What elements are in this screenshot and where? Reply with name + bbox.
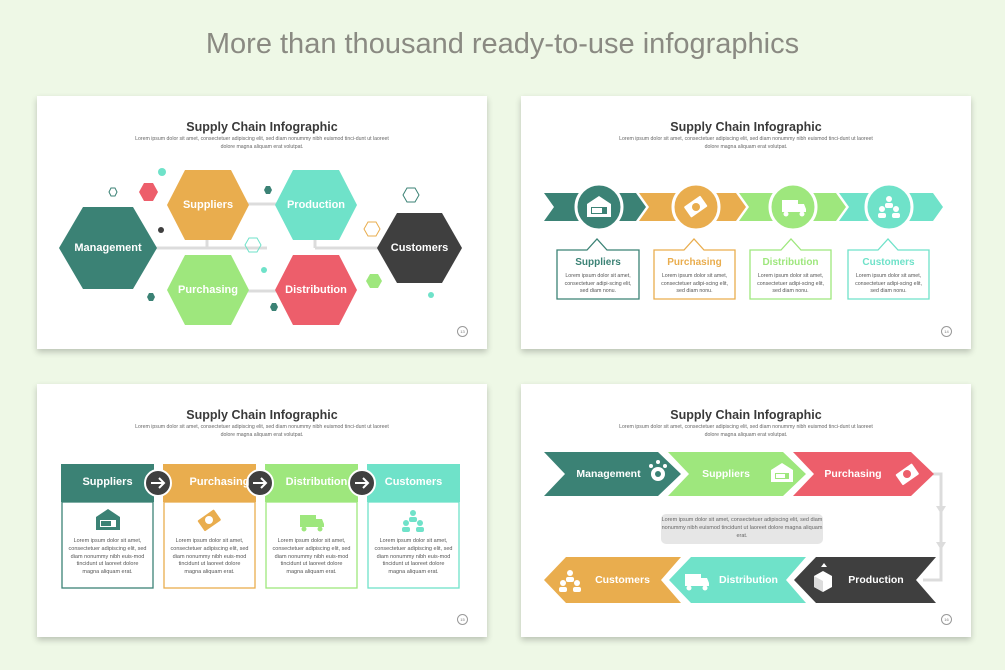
column-text: Lorem ipsum dolor sit amet, consectetuer… xyxy=(374,538,453,576)
step-title: Distribution xyxy=(762,257,819,268)
page-number: 13 xyxy=(457,326,468,337)
step-box-purchasing: Purchasing Lorem ipsum dolor sit amet, c… xyxy=(655,251,734,298)
hex-suppliers[interactable] xyxy=(167,170,249,240)
chevron-purchasing[interactable] xyxy=(793,452,934,496)
slide-title: Supply Chain Infographic xyxy=(670,408,822,422)
step-title: Suppliers xyxy=(575,257,621,268)
chevron-production[interactable] xyxy=(794,557,936,603)
delivery-truck-icon xyxy=(685,574,709,591)
note-box: Lorem ipsum dolor sit amet, consectetuer… xyxy=(661,514,823,544)
slide-subtitle: Lorem ipsum dolor sit amet, consectetuer… xyxy=(135,136,389,150)
step-text: Lorem ipsum dolor sit amet, consectetuer… xyxy=(855,273,922,294)
money-icon xyxy=(684,195,708,218)
chevron-label-distribution: Distribution xyxy=(719,574,778,586)
chevron-distribution[interactable] xyxy=(669,557,806,603)
arrow-circle xyxy=(348,469,376,497)
money-icon xyxy=(895,463,919,486)
slide-card-4[interactable]: Supply Chain Infographic Lorem ipsum dol… xyxy=(521,384,971,637)
column-body-distribution: Lorem ipsum dolor sit amet, consectetuer… xyxy=(266,502,357,588)
step-box-suppliers: Suppliers Lorem ipsum dolor sit amet, co… xyxy=(558,251,638,298)
chevron-label-purchasing: Purchasing xyxy=(824,468,882,480)
hex-customers[interactable] xyxy=(377,213,462,283)
page-number: 14 xyxy=(941,326,952,337)
page-number: 16 xyxy=(941,614,952,625)
column-body-suppliers: Lorem ipsum dolor sit amet, consectetuer… xyxy=(62,502,153,588)
column-header-distribution: Distribution xyxy=(285,476,348,488)
column-header-purchasing: Purchasing xyxy=(189,476,250,488)
deco-hex xyxy=(363,221,381,237)
hex-production[interactable] xyxy=(275,170,357,240)
slide-subtitle: Lorem ipsum dolor sit amet, consectetuer… xyxy=(619,136,873,150)
chevron-label-production: Production xyxy=(848,574,904,586)
deco-hex xyxy=(402,187,420,203)
hex-label-purchasing: Purchasing xyxy=(178,284,238,296)
arrow-circle xyxy=(246,469,274,497)
column-process xyxy=(61,464,460,589)
step-box-distribution: Distribution Lorem ipsum dolor sit amet,… xyxy=(751,251,830,298)
slide-card-1[interactable]: Supply Chain Infographic Lorem ipsum dol… xyxy=(37,96,487,349)
hex-purchasing[interactable] xyxy=(167,255,249,325)
column-text: Lorem ipsum dolor sit amet, consectetuer… xyxy=(170,538,249,576)
people-icon xyxy=(878,196,900,218)
warehouse-truck-icon xyxy=(771,463,793,482)
warehouse-truck-icon xyxy=(96,509,120,530)
deco-hex xyxy=(139,183,158,201)
deco-hex xyxy=(108,187,118,197)
arrow-circle xyxy=(144,469,172,497)
hexagon-diagram xyxy=(59,168,462,325)
chevron-management[interactable] xyxy=(544,452,681,496)
step-title: Customers xyxy=(862,257,915,268)
deco-dot xyxy=(158,227,164,233)
column-header-suppliers: Suppliers xyxy=(82,476,133,488)
chevron-label-management: Management xyxy=(576,468,641,480)
slide-card-3[interactable]: Supply Chain Infographic Lorem ipsum dol… xyxy=(37,384,487,637)
slide-title: Supply Chain Infographic xyxy=(670,120,822,134)
hex-management[interactable] xyxy=(59,207,157,289)
deco-hex xyxy=(264,186,272,194)
deco-hex xyxy=(366,274,382,288)
hex-label-suppliers: Suppliers xyxy=(182,199,234,211)
step-text: Lorem ipsum dolor sit amet, consectetuer… xyxy=(564,273,632,294)
snake-process xyxy=(544,452,946,603)
slide-subtitle: Lorem ipsum dolor sit amet, consectetuer… xyxy=(619,424,873,438)
deco-dot xyxy=(261,267,267,273)
hex-distribution[interactable] xyxy=(275,255,357,325)
chevron-label-customers: Customers xyxy=(595,574,650,586)
step-box-customers: Customers Lorem ipsum dolor sit amet, co… xyxy=(849,251,928,298)
money-icon xyxy=(197,509,221,532)
chevron-suppliers[interactable] xyxy=(668,452,806,496)
hex-label-management: Management xyxy=(74,242,142,254)
delivery-truck-icon xyxy=(300,515,324,532)
deco-hex xyxy=(244,237,262,253)
step-text: Lorem ipsum dolor sit amet, consectetuer… xyxy=(661,273,728,294)
deco-dot xyxy=(158,168,166,176)
slide-title: Supply Chain Infographic xyxy=(186,120,338,134)
people-icon xyxy=(402,510,424,532)
column-text: Lorem ipsum dolor sit amet, consectetuer… xyxy=(68,538,147,576)
column-header-customers: Customers xyxy=(384,476,443,488)
hex-label-customers: Customers xyxy=(390,242,449,254)
deco-hex xyxy=(147,293,155,301)
arrow-chain xyxy=(544,182,943,300)
column-text: Lorem ipsum dolor sit amet, consectetuer… xyxy=(272,538,351,576)
column-body-purchasing: Lorem ipsum dolor sit amet, consectetuer… xyxy=(164,502,255,588)
deco-hex xyxy=(270,303,278,311)
hex-label-production: Production xyxy=(286,199,346,211)
hex-label-distribution: Distribution xyxy=(285,284,347,296)
slide-card-2[interactable]: Supply Chain Infographic Lorem ipsum dol… xyxy=(521,96,971,349)
column-body-customers: Lorem ipsum dolor sit amet, consectetuer… xyxy=(368,502,459,588)
page-headline: More than thousand ready-to-use infograp… xyxy=(205,28,800,60)
slide-subtitle: Lorem ipsum dolor sit amet, consectetuer… xyxy=(135,424,389,438)
step-title: Purchasing xyxy=(667,257,722,268)
deco-dot xyxy=(428,292,434,298)
gear-people-icon xyxy=(649,460,667,481)
chevron-label-suppliers: Suppliers xyxy=(702,468,750,480)
step-text: Lorem ipsum dolor sit amet, consectetuer… xyxy=(757,273,824,294)
page-number: 15 xyxy=(457,614,468,625)
slide-title: Supply Chain Infographic xyxy=(186,408,338,422)
delivery-truck-icon xyxy=(782,200,806,217)
people-icon xyxy=(559,570,581,592)
warehouse-truck-icon xyxy=(587,196,611,217)
box-icon xyxy=(814,563,832,592)
